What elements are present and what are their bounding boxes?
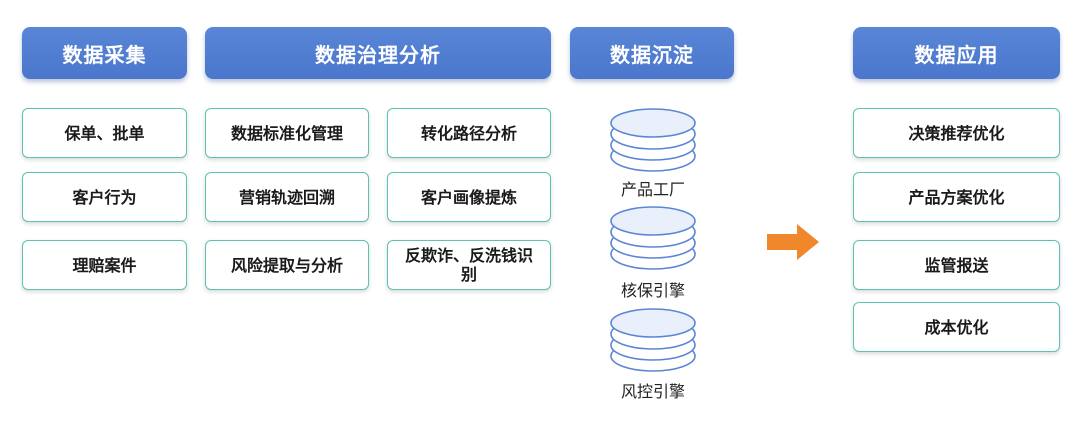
header-data-deposition: 数据沉淀 [570,27,734,79]
store-label-risk-engine: 风控引擎 [620,382,685,401]
arrow-right-icon [767,224,819,260]
application-item-cost: 成本优化 [853,302,1060,352]
store-label-underwriting-engine: 核保引擎 [620,281,685,300]
governance-item-marketing-trace: 营销轨迹回溯 [205,172,369,222]
governance-item-anti-fraud: 反欺诈、反洗钱识别 [387,240,551,290]
application-item-regulatory: 监管报送 [853,240,1060,290]
header-data-application: 数据应用 [853,27,1060,79]
governance-item-customer-portrait: 客户画像提炼 [387,172,551,222]
database-icon [610,308,696,372]
collection-item-policy: 保单、批单 [22,108,187,158]
collection-item-customer-behavior: 客户行为 [22,172,187,222]
database-icon [610,108,696,172]
header-data-governance: 数据治理分析 [205,27,551,79]
governance-item-risk-extraction: 风险提取与分析 [205,240,369,290]
governance-item-standardization: 数据标准化管理 [205,108,369,158]
governance-item-conversion-path: 转化路径分析 [387,108,551,158]
application-item-decision: 决策推荐优化 [853,108,1060,158]
store-label-product-factory: 产品工厂 [620,180,685,199]
database-icon [610,206,696,270]
header-data-collection: 数据采集 [22,27,187,79]
collection-item-claims: 理赔案件 [22,240,187,290]
application-item-product-plan: 产品方案优化 [853,172,1060,222]
